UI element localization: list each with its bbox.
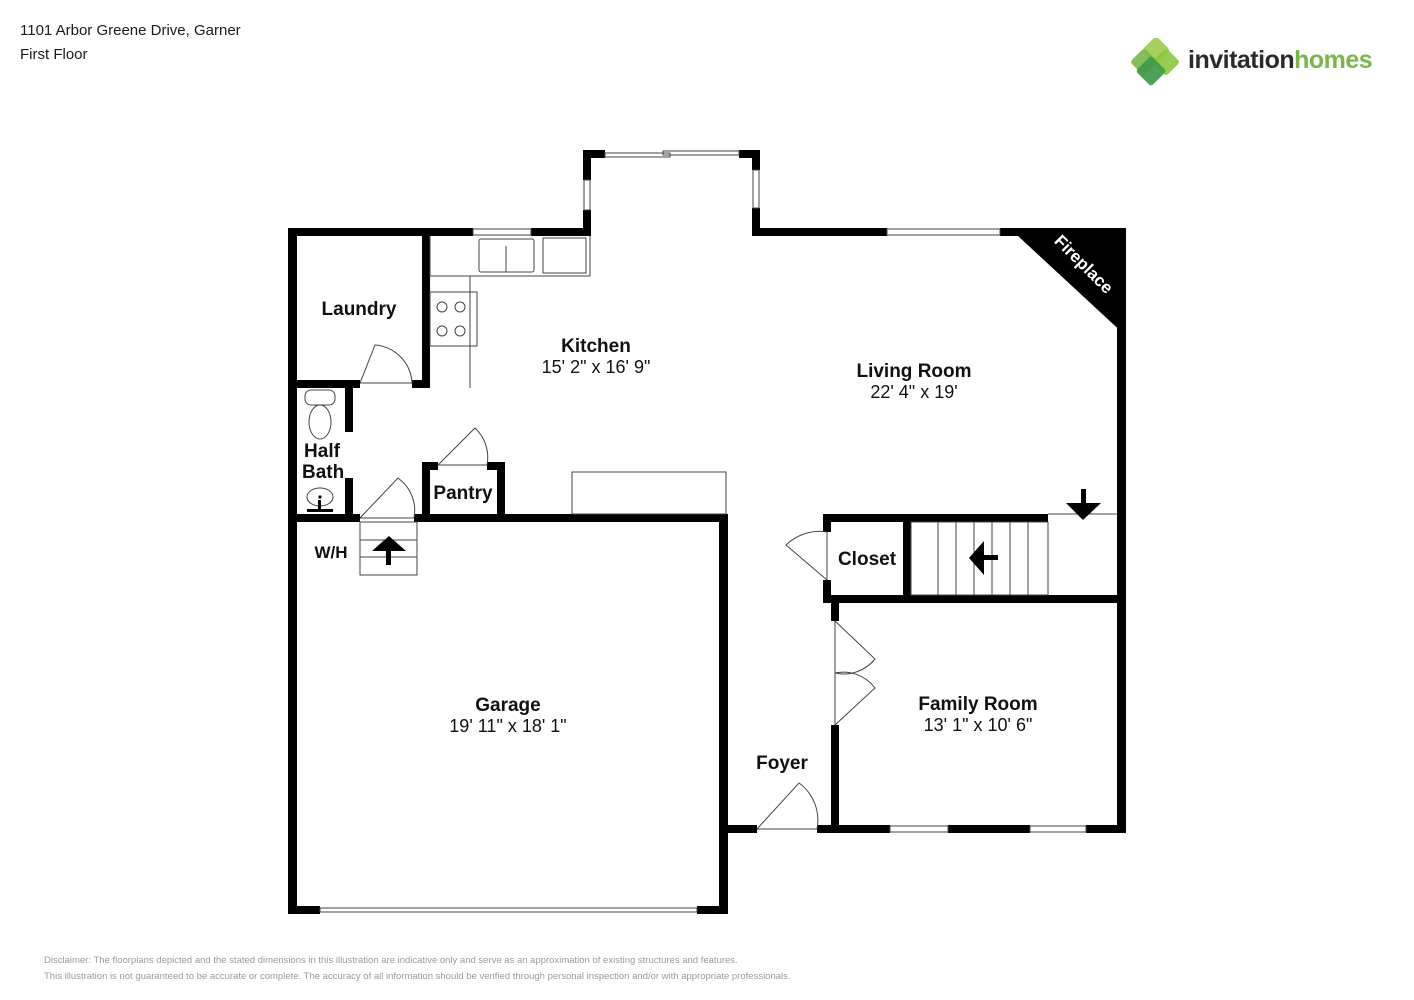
room-pantry: Pantry [433, 483, 493, 504]
arrow-left-icon [969, 541, 984, 575]
fireplace [1018, 236, 1126, 336]
property-address: 1101 Arbor Greene Drive, Garner [20, 22, 241, 39]
stove [429, 291, 478, 347]
room-foyer: Foyer [756, 753, 808, 774]
island [571, 471, 727, 515]
invitation-homes-logo: invitationhomes [1128, 38, 1384, 88]
arrow-up-icon [372, 536, 406, 551]
logo-mark-icon [1131, 38, 1179, 86]
logo-wordmark: invitationhomes [1188, 46, 1373, 74]
disclaimer-line-1: Disclaimer: The floorplans depicted and … [44, 955, 738, 966]
disclaimer-line-2: This illustration is not guaranteed to b… [44, 971, 791, 982]
wall-west [288, 228, 297, 914]
window [889, 825, 949, 833]
arrow-down-icon [1066, 503, 1101, 520]
room-laundry: Laundry [321, 299, 397, 320]
window [1029, 825, 1087, 833]
window [472, 228, 532, 236]
floor-label: First Floor [20, 46, 88, 63]
garage-door [319, 907, 698, 913]
room-water-heater: W/H [314, 543, 348, 562]
room-half-bath: Half Bath [302, 441, 345, 483]
window [886, 228, 1001, 236]
room-closet: Closet [837, 549, 897, 570]
wall-east [1117, 228, 1126, 832]
